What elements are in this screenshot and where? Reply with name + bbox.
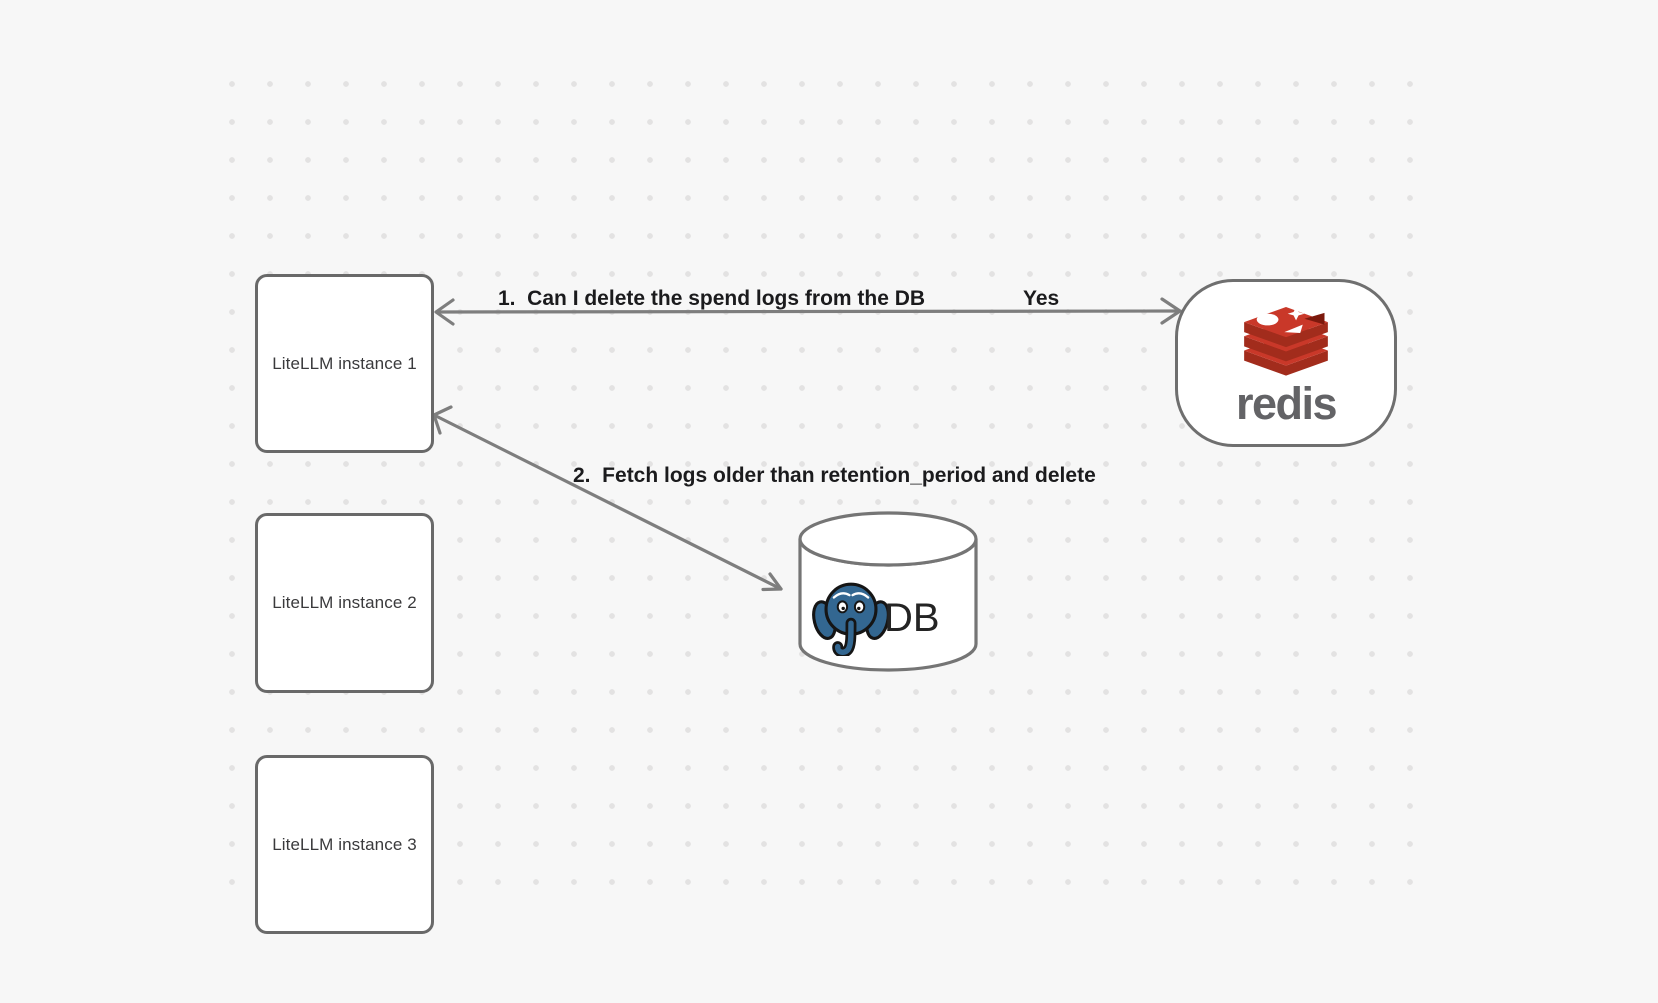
node-db-cylinder[interactable] [795, 505, 985, 677]
edge-label-delete-spend-logs: 1. Can I delete the spend logs from the … [498, 287, 926, 310]
node-litellm-instance-3-label: LiteLLM instance 3 [272, 834, 417, 854]
postgresql-elephant-icon [812, 582, 890, 656]
node-litellm-instance-2[interactable]: LiteLLM instance 2 [255, 513, 434, 693]
node-litellm-instance-1[interactable]: LiteLLM instance 1 [255, 274, 434, 453]
node-redis[interactable]: redis [1175, 279, 1397, 447]
edge-label-yes: Yes [1023, 287, 1060, 310]
redis-logo-icon [1244, 307, 1328, 376]
redis-wordmark: redis [1235, 378, 1338, 429]
node-litellm-instance-1-label: LiteLLM instance 1 [272, 353, 417, 373]
node-litellm-instance-2-label: LiteLLM instance 2 [272, 593, 417, 612]
arrow-db-to-instance1[interactable] [432, 405, 783, 592]
db-label: DB [884, 596, 940, 640]
node-litellm-instance-3[interactable]: LiteLLM instance 3 [255, 755, 434, 934]
edge-label-fetch-logs: 2. Fetch logs older than retention_perio… [573, 464, 1096, 487]
